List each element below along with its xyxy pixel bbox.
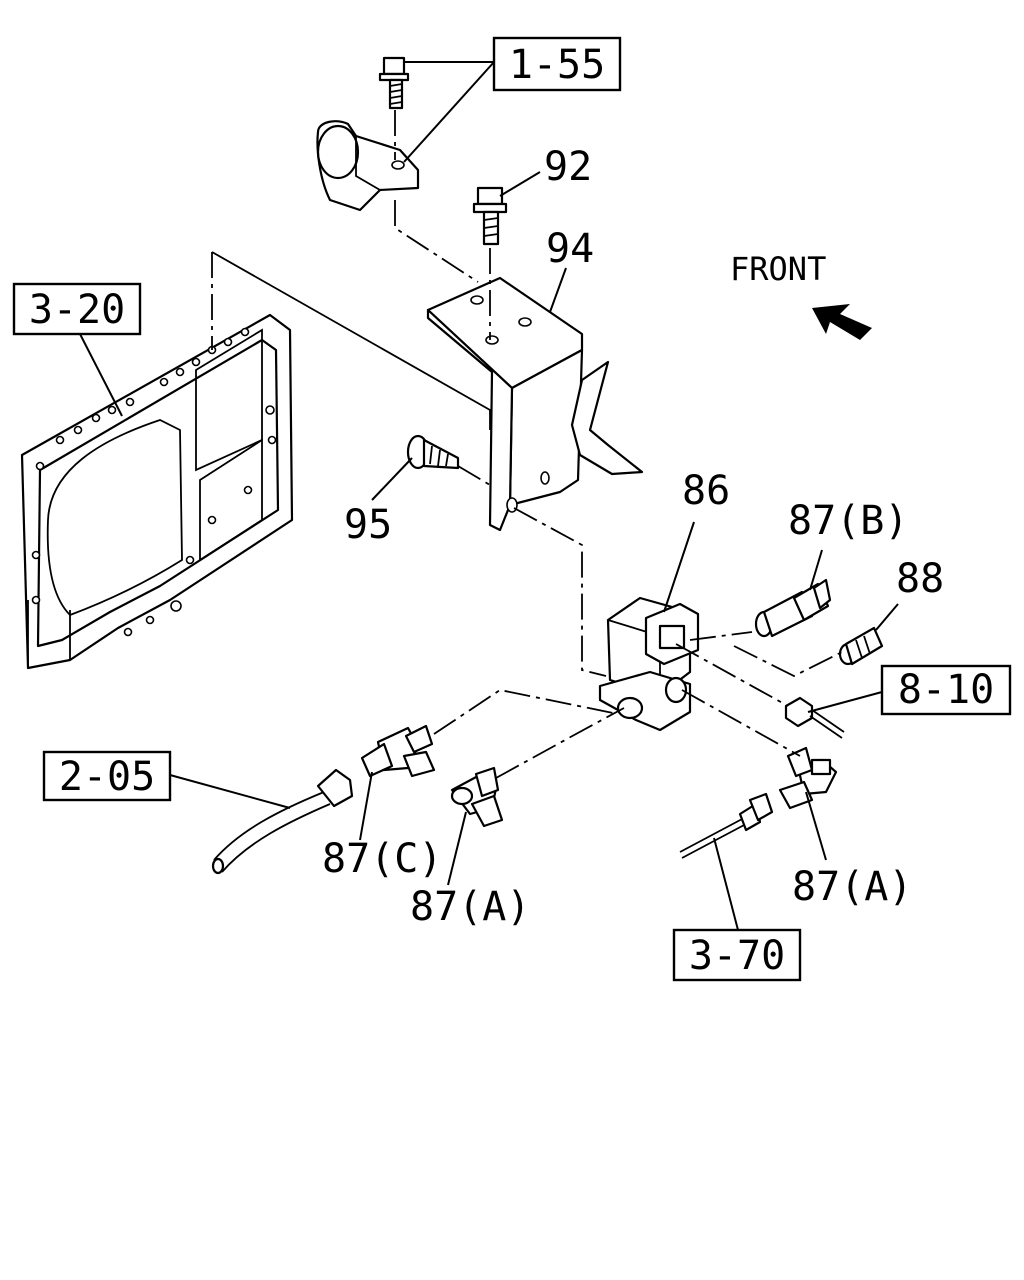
part-86: 86 bbox=[682, 468, 730, 514]
ref-8-10: 8-10 bbox=[898, 667, 994, 713]
part-87a-left: 87(A) bbox=[410, 884, 530, 930]
connector-8-10 bbox=[784, 696, 845, 739]
part-95: 95 bbox=[344, 502, 392, 548]
fitting-87b bbox=[754, 578, 832, 638]
ref-box-3-70: 3-70 bbox=[672, 928, 802, 982]
bolt-92 bbox=[472, 186, 508, 246]
elbow-fitting-87a-left bbox=[450, 766, 504, 828]
assembly-lines bbox=[211, 110, 843, 779]
part-92: 92 bbox=[544, 144, 592, 190]
part-88: 88 bbox=[896, 556, 944, 602]
elbow-fitting-87a-right bbox=[778, 746, 838, 810]
plug-88 bbox=[838, 626, 884, 666]
ref-box-8-10: 8-10 bbox=[880, 664, 1012, 716]
leader-lines bbox=[79, 61, 899, 931]
front-label: FRONT bbox=[730, 250, 826, 288]
ref-2-05: 2-05 bbox=[59, 754, 155, 800]
part-87c: 87(C) bbox=[322, 836, 442, 882]
bolt-95 bbox=[406, 434, 460, 470]
ref-box-3-20: 3-20 bbox=[12, 282, 142, 336]
radiator-shroud bbox=[20, 313, 294, 670]
clamp-and-bolt bbox=[316, 56, 420, 212]
front-arrow-icon bbox=[812, 304, 872, 340]
tee-fitting-87c bbox=[360, 724, 436, 778]
ref-box-2-05: 2-05 bbox=[42, 750, 172, 802]
part-87b: 87(B) bbox=[788, 498, 908, 544]
ref-3-20: 3-20 bbox=[29, 287, 125, 333]
solenoid-valve-86 bbox=[598, 596, 700, 732]
tube-3-70 bbox=[679, 792, 774, 859]
bracket-94 bbox=[426, 276, 644, 532]
hose-2-05 bbox=[211, 768, 354, 875]
ref-3-70: 3-70 bbox=[689, 933, 785, 979]
part-94: 94 bbox=[546, 226, 594, 272]
ref-box-1-55: 1-55 bbox=[492, 36, 622, 92]
ref-1-55: 1-55 bbox=[509, 42, 605, 88]
part-87a-right: 87(A) bbox=[792, 864, 912, 910]
